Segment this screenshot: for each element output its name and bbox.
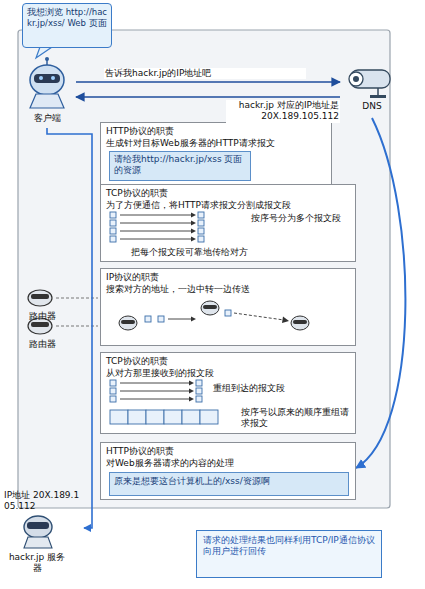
outer-panel — [18, 30, 390, 508]
router-label: 路由器 — [20, 311, 64, 321]
box-text: 搜索对方的地址，一边中转一边传送 — [106, 284, 352, 295]
return-note: 请求的处理结果也同样利用TCP/IP通信协议向用户进行回传 — [196, 530, 382, 578]
box-text: 对Web服务器请求的内容的处理 — [106, 458, 352, 469]
box-text: 客户端 — [18, 113, 76, 124]
connector-arrow — [47, 128, 92, 528]
client-node: 客户端 — [18, 55, 76, 128]
box-text: 原来是想要这台计算机上的/xss/资源啊 — [114, 476, 346, 487]
connector-arrow — [76, 81, 340, 83]
box-heading: HTTP协议的职责 — [106, 446, 352, 457]
edge-label: hackr.jp 对应的IP地址是 20X.189.105.112 — [226, 100, 340, 123]
tcp-layer-box: TCP协议的职责从对方那里接收到的报文段重组到达的报文段按序号以原来的顺序重组请… — [100, 352, 356, 434]
server-robot — [24, 516, 52, 548]
box-text: 我想浏览 http://hackr.jp/xss/ Web 页面 — [27, 7, 109, 28]
box-text: 按序号以原来的顺序重组请求报文 — [241, 407, 353, 430]
router-label: 路由器 — [20, 339, 64, 349]
client-robot — [30, 57, 64, 108]
http-layer-box: HTTP协议的职责对Web服务器请求的内容的处理原来是想要这台计算机上的/xss… — [100, 442, 356, 500]
box-text: 从对方那里接收到的报文段 — [106, 368, 352, 379]
http-layer-box: HTTP协议的职责生成针对目标Web服务器的HTTP请求报文请给我http://… — [100, 122, 332, 185]
box-illustration-group — [110, 212, 204, 242]
box-illustration-group — [119, 301, 309, 330]
box-text: 重组到达的报文段 — [213, 383, 353, 394]
request-box: 原来是想要这台计算机上的/xss/资源啊 — [109, 472, 349, 496]
dns-icon — [349, 70, 390, 98]
bubble-tail — [36, 47, 52, 58]
box-heading: TCP协议的职责 — [106, 188, 352, 199]
box-text: 为了方便通信，将HTTP请求报文分割成报文段 — [106, 200, 352, 211]
dns-node: DNS — [340, 62, 404, 118]
box-text: 按序号分为多个报文段 — [251, 213, 351, 224]
server-node: IP地址 20X.189.105.112 hackr.jp 服务器 — [2, 488, 84, 580]
connector-arrow — [356, 118, 405, 468]
box-heading: IP地址 20X.189.105.112 — [4, 490, 84, 513]
box-text: 生成针对目标Web服务器的HTTP请求报文 — [106, 138, 328, 149]
ip-layer-box: IP协议的职责搜索对方的地址，一边中转一边传送 — [100, 268, 356, 346]
tcp-layer-box: TCP协议的职责为了方便通信，将HTTP请求报文分割成报文段按序号分为多个报文段… — [100, 184, 356, 262]
box-text: 请求的处理结果也同样利用TCP/IP通信协议向用户进行回传 — [203, 535, 377, 558]
request-box: 请给我http://hackr.jp/xss 页面的资源 — [109, 151, 251, 181]
box-heading: IP协议的职责 — [106, 272, 352, 283]
box-text: DNS — [340, 101, 404, 112]
edge-label: 告诉我hackr.jp的IP地址吧 — [104, 68, 306, 79]
box-illustration-group — [110, 380, 218, 424]
box-text: 请给我http://hackr.jp/xss 页面的资源 — [114, 154, 250, 177]
box-heading: HTTP协议的职责 — [106, 126, 326, 137]
box-heading: TCP协议的职责 — [106, 356, 352, 367]
connector-arrow — [76, 96, 340, 98]
box-text: 把每个报文段可靠地传给对方 — [131, 247, 351, 258]
box-text: hackr.jp 服务器 — [6, 552, 68, 575]
speech-bubble: 我想浏览 http://hackr.jp/xss/ Web 页面 — [22, 3, 112, 48]
